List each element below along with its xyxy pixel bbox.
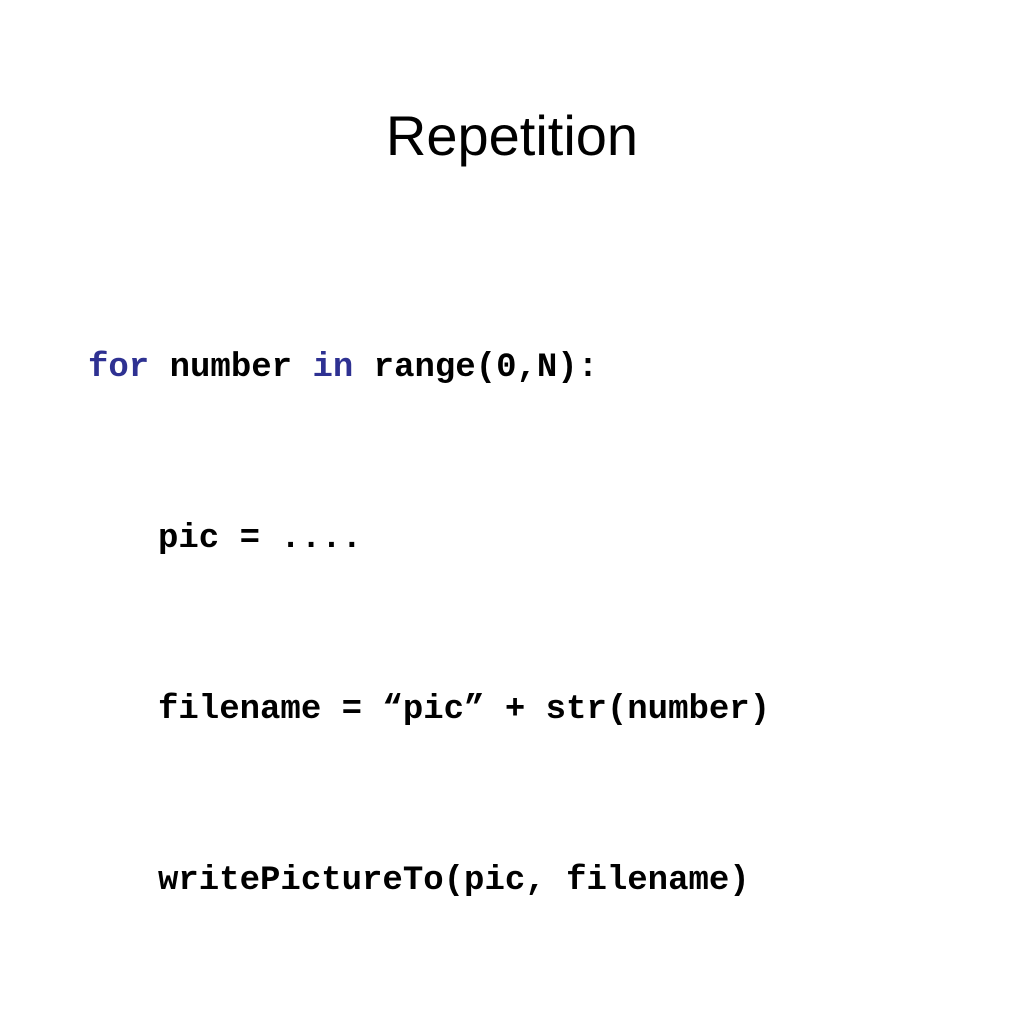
code-pic-assign: pic = ....: [158, 520, 363, 558]
code-line-for-loop: for number in range(0,N):: [88, 340, 770, 397]
code-range-call: range(0,N):: [353, 349, 599, 387]
code-write-picture-call: writePictureTo(pic, filename): [158, 862, 750, 900]
keyword-for: for: [88, 349, 150, 387]
code-variable-number: number: [149, 349, 313, 387]
slide: Repetition for number in range(0,N): pic…: [88, 104, 771, 900]
code-block: for number in range(0,N): pic = .... fil…: [88, 226, 770, 1024]
code-line-write-picture: writePictureTo(pic, filename): [88, 853, 770, 910]
code-line-filename-assign: filename = “pic” + str(number): [88, 682, 770, 739]
slide-title: Repetition: [385, 104, 639, 167]
code-filename-assign: filename = “pic” + str(number): [158, 691, 771, 729]
keyword-in: in: [312, 349, 354, 387]
code-line-pic-assign: pic = ....: [88, 511, 770, 568]
